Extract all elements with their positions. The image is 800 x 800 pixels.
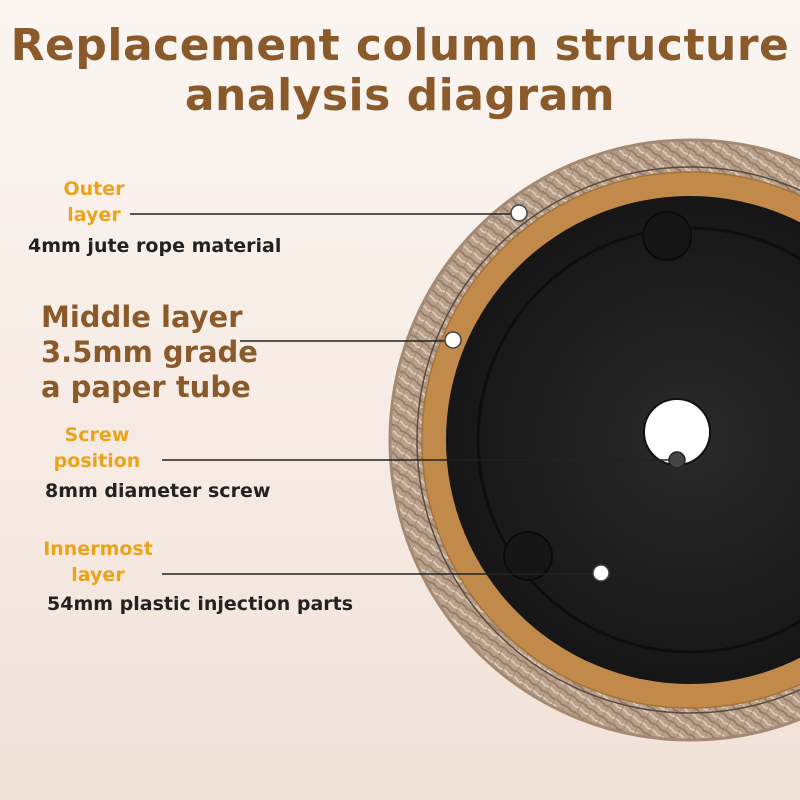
diagram-title-line2: analysis diagram bbox=[184, 70, 616, 121]
plastic-boss-top bbox=[642, 211, 692, 261]
outer-layer-desc: 4mm jute rope material bbox=[28, 235, 282, 257]
marker-screw bbox=[668, 451, 686, 469]
outer-layer-label: Outer layer bbox=[63, 178, 125, 226]
screw-position-desc: 8mm diameter screw bbox=[45, 480, 271, 502]
diagram-title-line1: Replacement column structure bbox=[10, 20, 790, 71]
innermost-layer-desc: 54mm plastic injection parts bbox=[47, 593, 354, 615]
plastic-boss-bottom bbox=[503, 531, 553, 581]
middle-layer-label: Middle layer 3.5mm grade a paper tube bbox=[41, 300, 258, 404]
marker-inner bbox=[592, 564, 610, 582]
screw-position-label: Screw position bbox=[53, 424, 141, 472]
marker-outer bbox=[510, 204, 528, 222]
marker-middle bbox=[444, 331, 462, 349]
innermost-layer-label: Innermost layer bbox=[43, 538, 153, 586]
